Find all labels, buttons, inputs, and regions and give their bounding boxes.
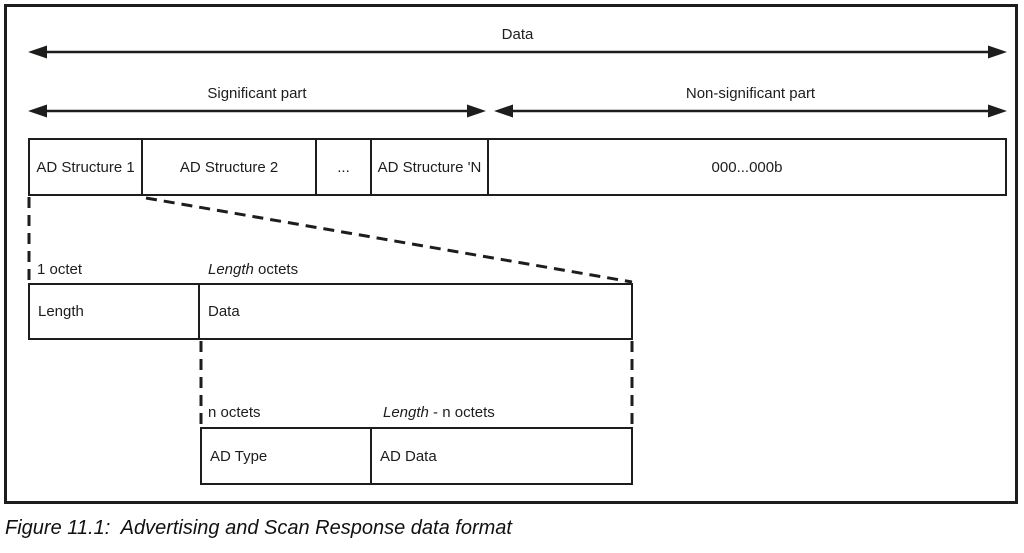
length-cell: Length (30, 285, 200, 338)
length-data-row: Length Data (28, 283, 633, 340)
n-octets-label: n octets (208, 404, 261, 421)
length-octets-rest-part: octets (253, 261, 299, 278)
length-minus-n-rest-part: - n octets (428, 404, 495, 421)
length-minus-n-italic-part: Length (383, 404, 429, 421)
outer-frame (4, 4, 1018, 504)
adtype-addata-row: AD Type AD Data (200, 427, 633, 485)
non-significant-zeros-cell: 000...000b (711, 158, 783, 176)
one-octet-label: 1 octet (37, 261, 83, 278)
length-octets-label: Length octets (208, 261, 298, 279)
non-significant-part-label: Non-significant part (685, 85, 816, 102)
ad-data-cell: AD Data (380, 447, 437, 465)
ad-type-cell: AD Type (202, 429, 372, 483)
ad-structure-2-cell: AD Structure 2 (143, 140, 317, 194)
ad-structure-1-cell: AD Structure 1 (30, 140, 143, 194)
data-span-label: Data (501, 26, 534, 43)
ellipsis-cell: ... (317, 140, 372, 194)
ad-structure-row: AD Structure 1 AD Structure 2 ... AD Str… (28, 138, 1007, 196)
data-cell: Data (208, 303, 240, 320)
ad-structure-n-cell: AD Structure 'N (372, 140, 489, 194)
length-octets-italic-part: Length (208, 261, 254, 278)
figure-caption: Figure 11.1: Advertising and Scan Respon… (5, 517, 512, 539)
length-minus-n-octets-label: Length - n octets (383, 404, 495, 422)
significant-part-label: Significant part (207, 85, 307, 102)
